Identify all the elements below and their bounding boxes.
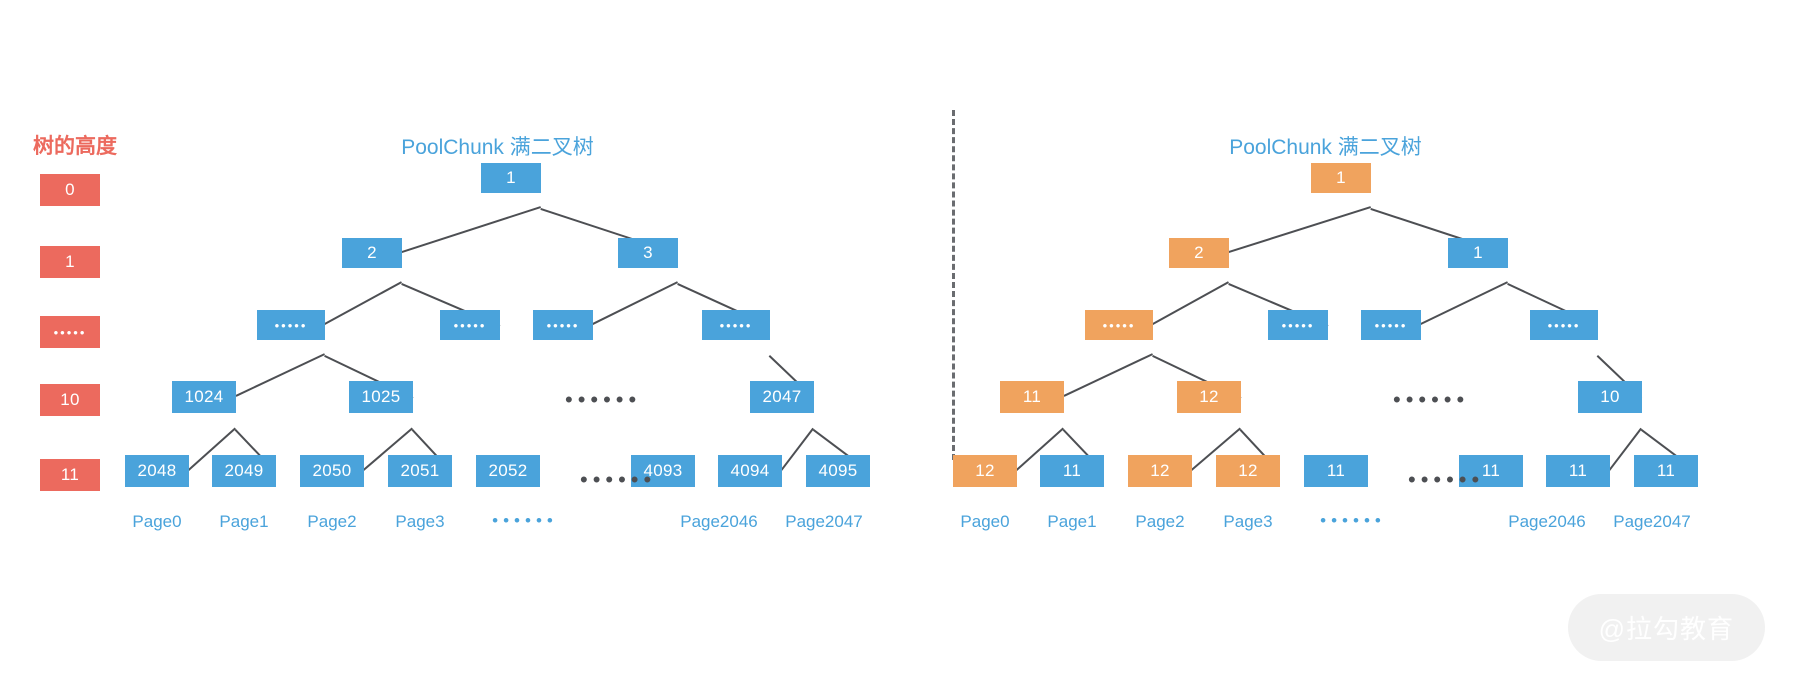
right-tree-node: 12 (953, 455, 1017, 487)
right-tree-page-label: Page2046 (1508, 512, 1586, 531)
vertical-divider (952, 110, 955, 460)
right-tree-node: 12 (1128, 455, 1192, 487)
right-tree-node: 11 (1634, 455, 1698, 487)
watermark: @拉勾教育 (1568, 595, 1764, 660)
right-tree-node: ••••• (1530, 310, 1598, 340)
left-tree-leaf-ellipsis: •••••• (580, 467, 657, 492)
left-tree-node: 4093 (631, 455, 695, 487)
right-tree-page-label: Page2047 (1613, 512, 1691, 531)
right-tree-page-label: •••••• (1320, 511, 1386, 530)
left-tree-node: ••••• (702, 310, 770, 340)
left-tree-title: PoolChunk 满二叉树 (401, 136, 594, 159)
right-tree-node: 1 (1311, 163, 1371, 193)
right-tree-mid-ellipsis: •••••• (1393, 387, 1470, 412)
right-tree-page-label: Page2 (1135, 512, 1185, 531)
right-tree-edge (1152, 281, 1229, 325)
left-tree-node: 3 (618, 238, 678, 268)
legend-title: 树的高度 (33, 135, 117, 158)
left-tree-mid-ellipsis: •••••• (565, 387, 642, 412)
left-tree-page-label: Page3 (395, 512, 445, 531)
left-tree-node: 1024 (172, 381, 236, 413)
left-tree-edge (401, 206, 541, 253)
right-tree-edge (1228, 206, 1371, 253)
legend-level-2: ••••• (40, 316, 100, 348)
right-tree-node: 12 (1177, 381, 1241, 413)
right-tree-node: 10 (1578, 381, 1642, 413)
left-tree-edge (324, 281, 402, 325)
right-tree-node: 11 (1304, 455, 1368, 487)
legend-level-4: 11 (40, 459, 100, 491)
right-tree-node: 2 (1169, 238, 1229, 268)
left-tree-node: 2050 (300, 455, 364, 487)
right-tree-page-label: Page0 (960, 512, 1010, 531)
left-tree-page-label: Page0 (132, 512, 182, 531)
legend-level-0: 0 (40, 174, 100, 206)
left-tree-page-label: Page2047 (785, 512, 863, 531)
right-tree-node: 12 (1216, 455, 1280, 487)
left-tree-node: 2052 (476, 455, 540, 487)
left-tree-page-label: Page2 (307, 512, 357, 531)
right-tree-leaf-ellipsis: •••••• (1408, 467, 1485, 492)
left-tree-node: 2051 (388, 455, 452, 487)
left-tree-page-label: Page2046 (680, 512, 758, 531)
left-tree-node: ••••• (257, 310, 325, 340)
left-tree-node: 1025 (349, 381, 413, 413)
right-tree-edge (1063, 353, 1153, 397)
legend-level-3: 10 (40, 384, 100, 416)
left-tree-node: 2049 (212, 455, 276, 487)
left-tree-node: 2048 (125, 455, 189, 487)
right-tree-node: ••••• (1268, 310, 1328, 340)
right-tree-node: 11 (1459, 455, 1523, 487)
left-tree-node: 1 (481, 163, 541, 193)
left-tree-node: 4095 (806, 455, 870, 487)
right-tree-node: 11 (1040, 455, 1104, 487)
right-tree-edge (1420, 281, 1508, 325)
left-tree-page-label: Page1 (219, 512, 269, 531)
right-tree-page-label: Page3 (1223, 512, 1273, 531)
right-tree-title: PoolChunk 满二叉树 (1229, 136, 1422, 159)
left-tree-node: ••••• (533, 310, 593, 340)
right-tree-page-label: Page1 (1047, 512, 1097, 531)
left-tree-node: 2 (342, 238, 402, 268)
left-tree-edge (235, 353, 325, 397)
left-tree-node: ••••• (440, 310, 500, 340)
left-tree-page-label: •••••• (492, 511, 558, 530)
right-tree-node: 11 (1000, 381, 1064, 413)
right-tree-node: ••••• (1361, 310, 1421, 340)
left-tree-node: 4094 (718, 455, 782, 487)
right-tree-node: ••••• (1085, 310, 1153, 340)
left-tree-edge (592, 281, 678, 325)
left-tree-node: 2047 (750, 381, 814, 413)
right-tree-node: 1 (1448, 238, 1508, 268)
right-tree-node: 11 (1546, 455, 1610, 487)
legend-level-1: 1 (40, 246, 100, 278)
